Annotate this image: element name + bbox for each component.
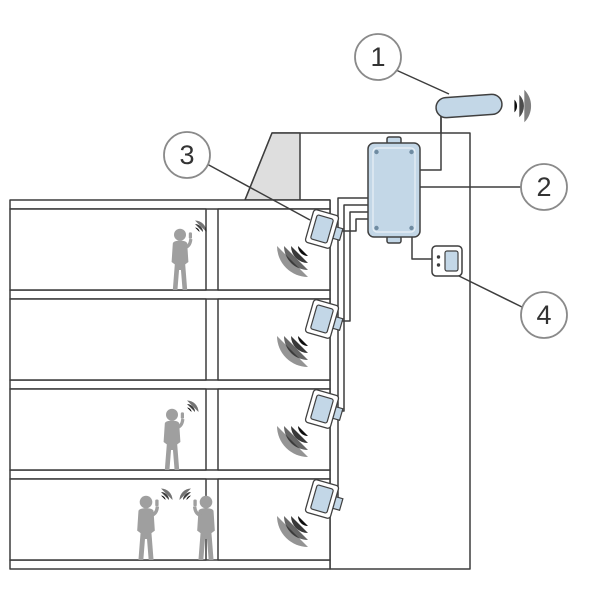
callout-label: 3	[179, 140, 194, 170]
leader-line-3	[206, 163, 311, 221]
callout-2: 2	[520, 163, 568, 211]
outdoor-antenna-body	[435, 93, 503, 119]
screw-icon	[374, 149, 379, 155]
callout-label: 2	[536, 172, 551, 202]
screw-icon	[409, 225, 414, 231]
leader-lines	[206, 69, 523, 308]
floor-slab	[9, 289, 331, 300]
screw-icon	[374, 225, 379, 231]
floor-slab	[9, 379, 331, 390]
cable-to-antenna-1	[330, 218, 368, 232]
callout-circle	[520, 291, 568, 339]
signal-amplifier	[367, 136, 421, 244]
callout-circle	[354, 33, 402, 81]
callout-circle	[520, 163, 568, 211]
antenna-feed-cable	[420, 115, 442, 171]
floor-slab	[9, 469, 331, 480]
amplifier-body	[367, 142, 421, 238]
room-left-floor2	[9, 298, 207, 381]
callout-3: 3	[163, 131, 211, 179]
screw-icon	[409, 149, 414, 155]
callout-4: 4	[520, 291, 568, 339]
outdoor-signal-waves	[514, 89, 532, 123]
room-left-floor4	[9, 478, 207, 561]
outlet-prong-icon	[436, 263, 441, 267]
outdoor-antenna	[435, 93, 503, 119]
power-adapter	[444, 250, 459, 272]
power-cable	[411, 237, 432, 260]
leader-line-4	[458, 275, 523, 308]
callout-circle	[163, 131, 211, 179]
callout-label: 1	[370, 42, 385, 72]
power-outlet	[431, 245, 463, 277]
callout-label: 4	[536, 300, 551, 330]
callout-1: 1	[354, 33, 402, 81]
amplifier-inner-edge	[372, 147, 416, 233]
outlet-prong-icon	[436, 255, 441, 259]
leader-line-1	[395, 69, 450, 95]
floor-slab	[9, 559, 331, 570]
